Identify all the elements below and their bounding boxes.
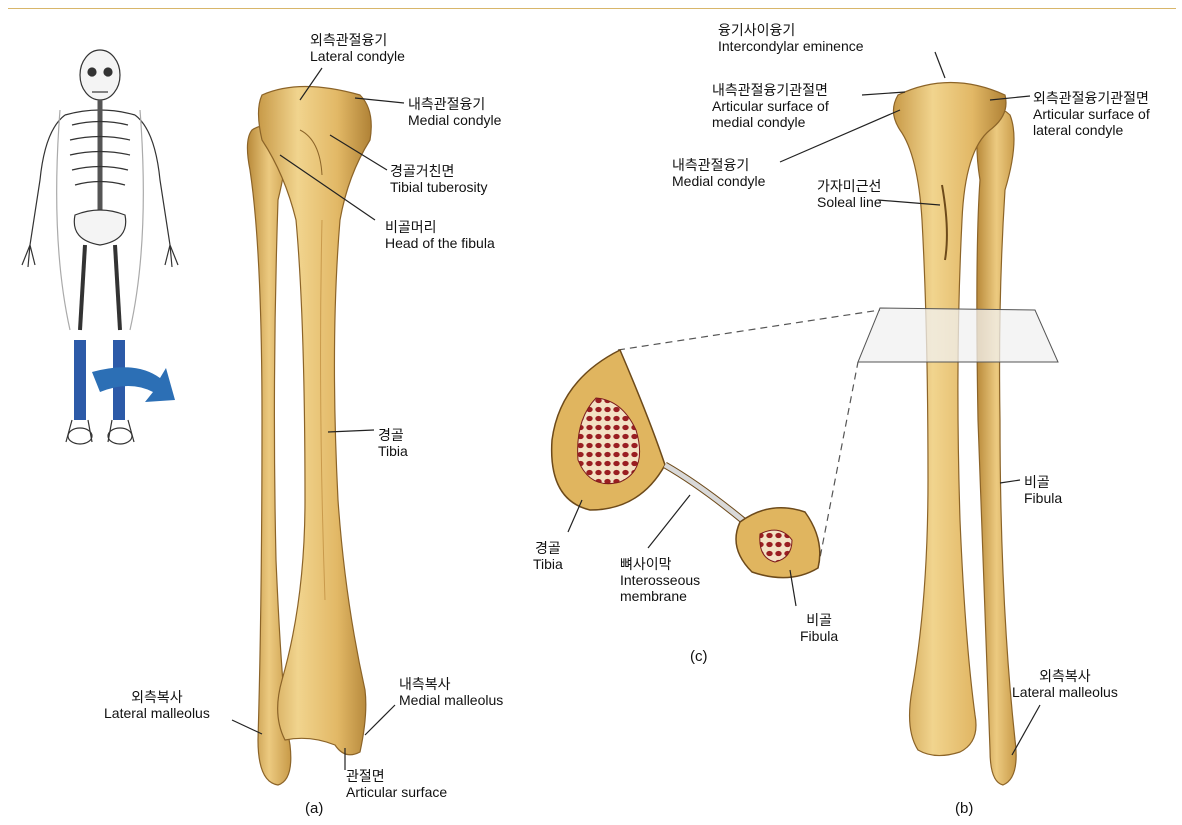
panel-label-b: (b) <box>955 800 973 817</box>
panel-label-a: (a) <box>305 800 323 817</box>
label-ko: 가자미근선 <box>817 178 882 194</box>
label-en: Medial condyle <box>408 112 501 128</box>
label-articular-surface: 관절면 Articular surface <box>346 768 447 800</box>
panel-label-c: (c) <box>690 648 708 665</box>
label-en: Lateral condyle <box>310 48 405 64</box>
label-en: Lateral malleolus <box>104 705 210 721</box>
label-ko: 경골 <box>378 427 408 443</box>
label-head-of-fibula: 비골머리 Head of the fibula <box>385 219 495 251</box>
label-ko: 경골 <box>533 540 563 556</box>
label-medial-malleolus: 내측복사 Medial malleolus <box>399 676 503 708</box>
label-en: Interosseous <box>620 572 700 588</box>
label-en: Head of the fibula <box>385 235 495 251</box>
label-fibula-c: 비골 Fibula <box>800 612 838 644</box>
panel-c-cross-section <box>552 350 820 578</box>
projection-line-top <box>618 310 880 350</box>
label-ko: 외측복사 <box>104 689 210 705</box>
section-plane <box>858 308 1058 362</box>
label-tibial-tuberosity: 경골거친면 Tibial tuberosity <box>390 163 488 195</box>
label-ko: 비골머리 <box>385 219 495 235</box>
label-ko: 내측복사 <box>399 676 503 692</box>
label-ko: 내측관절융기 <box>672 157 765 173</box>
label-interosseous-membrane: 뼈사이막 Interosseous membrane <box>620 556 700 604</box>
label-lateral-malleolus-b: 외측복사 Lateral malleolus <box>1012 668 1118 700</box>
label-en: Fibula <box>1024 490 1062 506</box>
label-ko: 뼈사이막 <box>620 556 700 572</box>
label-en: Articular surface <box>346 784 447 800</box>
label-en: medial condyle <box>712 114 829 130</box>
label-en: Medial condyle <box>672 173 765 189</box>
label-en: Medial malleolus <box>399 692 503 708</box>
label-tibia-a: 경골 Tibia <box>378 427 408 459</box>
panel-a-bones <box>247 87 371 786</box>
label-en: membrane <box>620 588 700 604</box>
label-ko: 융기사이융기 <box>718 22 864 38</box>
label-soleal-line: 가자미근선 Soleal line <box>817 178 882 210</box>
label-en: Articular surface of <box>1033 106 1150 122</box>
label-articular-surface-medial: 내측관절융기관절면 Articular surface of medial co… <box>712 82 829 130</box>
label-ko: 비골 <box>800 612 838 628</box>
label-ko: 관절면 <box>346 768 447 784</box>
label-tibia-c: 경골 Tibia <box>533 540 563 572</box>
label-en: Tibia <box>378 443 408 459</box>
highlighted-left-leg <box>74 340 86 420</box>
label-fibula-b: 비골 Fibula <box>1024 474 1062 506</box>
label-ko: 내측관절융기관절면 <box>712 82 829 98</box>
label-en: lateral condyle <box>1033 122 1150 138</box>
label-medial-condyle-b: 내측관절융기 Medial condyle <box>672 157 765 189</box>
label-intercondylar-eminence: 융기사이융기 Intercondylar eminence <box>718 22 864 54</box>
label-medial-condyle-a: 내측관절융기 Medial condyle <box>408 96 501 128</box>
label-en: Articular surface of <box>712 98 829 114</box>
label-lateral-condyle: 외측관절융기 Lateral condyle <box>310 32 405 64</box>
label-ko: 외측복사 <box>1012 668 1118 684</box>
label-ko: 외측관절융기 <box>310 32 405 48</box>
label-en: Tibial tuberosity <box>390 179 488 195</box>
label-ko: 비골 <box>1024 474 1062 490</box>
label-ko: 내측관절융기 <box>408 96 501 112</box>
label-en: Intercondylar eminence <box>718 38 864 54</box>
label-en: Lateral malleolus <box>1012 684 1118 700</box>
label-en: Tibia <box>533 556 563 572</box>
label-ko: 경골거친면 <box>390 163 488 179</box>
label-en: Soleal line <box>817 194 882 210</box>
projection-line-bottom <box>818 362 858 568</box>
label-en: Fibula <box>800 628 838 644</box>
arrow-icon <box>92 367 175 402</box>
label-articular-surface-lateral: 외측관절융기관절면 Articular surface of lateral c… <box>1033 90 1150 138</box>
label-lateral-malleolus-a: 외측복사 Lateral malleolus <box>104 689 210 721</box>
label-ko: 외측관절융기관절면 <box>1033 90 1150 106</box>
panel-b-bones <box>893 83 1016 786</box>
